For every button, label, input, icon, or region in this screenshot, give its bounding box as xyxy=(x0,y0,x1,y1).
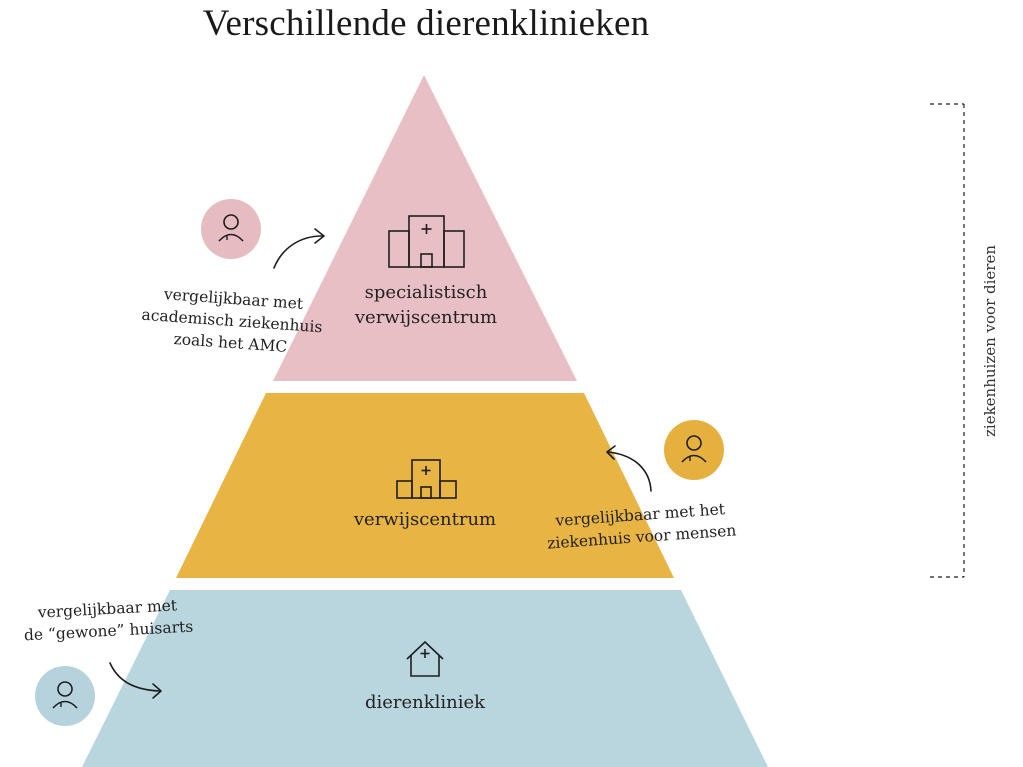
tier-top-note: vergelijkbaar met academisch ziekenhuis … xyxy=(140,285,324,356)
tier-bottom-label: dierenkliniek xyxy=(364,692,486,713)
tier-top-shape xyxy=(273,75,577,381)
person-icon xyxy=(201,199,261,259)
arrow-icon xyxy=(109,662,162,699)
person-icon xyxy=(35,666,95,726)
tier-bottom-shape xyxy=(82,590,768,767)
arrow-icon xyxy=(273,228,325,269)
tier-middle-label: verwijscentrum xyxy=(353,509,497,530)
bracket-line xyxy=(930,103,965,578)
person-icon xyxy=(664,420,724,480)
bracket-label-text: ziekenhuizen voor dieren xyxy=(981,245,999,437)
tier-top-label: specialistisch verwijscentrum xyxy=(354,282,498,328)
page-title: Verschillende dierenklinieken xyxy=(202,3,650,44)
arrow-icon xyxy=(606,445,652,492)
house-clinic-icon xyxy=(406,640,444,677)
hospital-small-icon xyxy=(396,459,457,499)
hospital-large-icon xyxy=(388,215,465,268)
tier-middle-shape xyxy=(176,393,674,578)
